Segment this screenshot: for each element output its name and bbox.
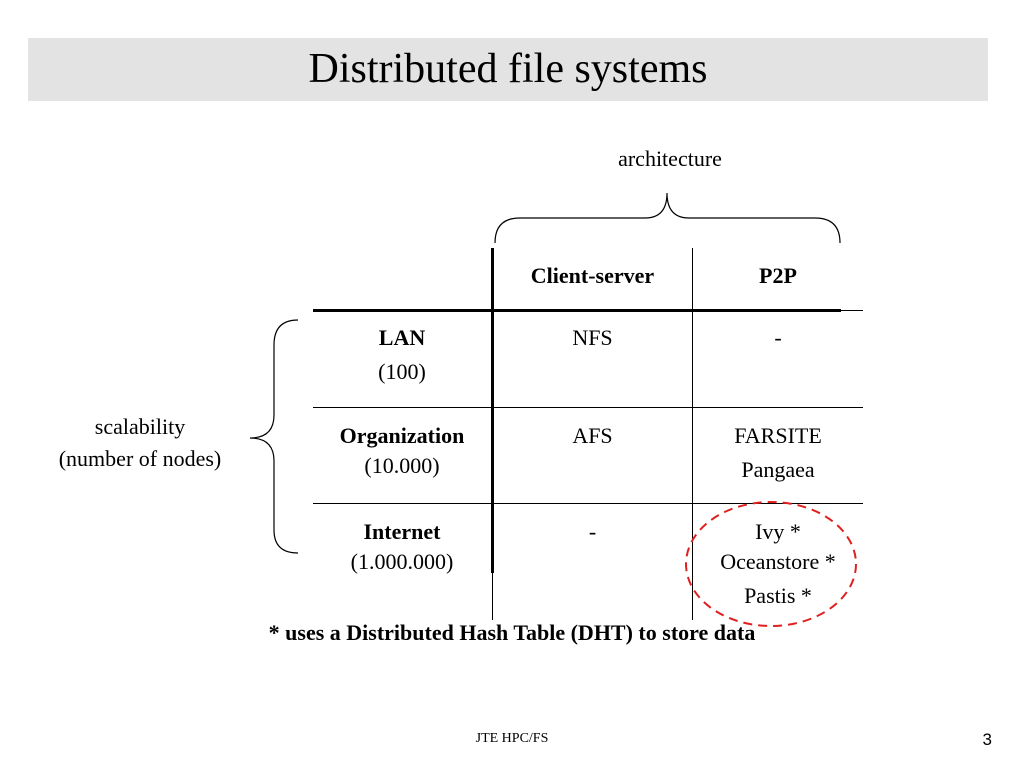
row-header-organization: Organization (10.000) (313, 423, 491, 479)
scalability-label-line1: scalability (94, 414, 186, 439)
column-header-p2p: P2P (759, 263, 797, 288)
table-row-rule (313, 407, 863, 408)
scalability-label: scalability (number of nodes) (20, 414, 260, 472)
row-header-internet: Internet (1.000.000) (313, 519, 491, 575)
system-name: FARSITE (734, 423, 822, 448)
table-row-header-divider (491, 248, 494, 573)
table-cell-organization-client-server: AFS (572, 423, 613, 448)
row-count: (1.000.000) (350, 549, 454, 574)
system-name: Pangaea (741, 457, 815, 482)
row-count: (100) (378, 359, 426, 384)
table-cell-organization-p2p: FARSITE Pangaea (693, 423, 863, 483)
table-column-divider (692, 248, 693, 620)
row-name: Internet (363, 519, 441, 544)
architecture-label: architecture (618, 146, 722, 171)
title-bar (28, 38, 988, 101)
table-header-rule (313, 309, 841, 312)
row-header-lan: LAN (100) (313, 325, 491, 385)
table-cell-lan-p2p: - (774, 325, 782, 350)
table-row-rule (313, 503, 863, 504)
scalability-label-line2: (number of nodes) (58, 446, 222, 471)
row-name: LAN (378, 325, 426, 350)
system-name: Ivy * (755, 519, 801, 544)
page-number: 3 (982, 730, 992, 749)
table-cell-internet-client-server: - (588, 519, 597, 544)
table-cell-lan-client-server: NFS (572, 325, 613, 350)
row-count: (10.000) (364, 453, 440, 478)
system-name: Pastis * (744, 583, 812, 608)
table-row-header-divider-tail (492, 573, 493, 620)
footer-text: JTE HPC/FS (475, 731, 549, 746)
column-header-client-server: Client-server (530, 263, 655, 288)
slide-title: Distributed file systems (308, 46, 708, 92)
table-header-rule-tail (841, 310, 863, 311)
table-cell-internet-p2p: Ivy * Oceanstore * Pastis * (693, 519, 863, 609)
system-name: Oceanstore * (720, 549, 836, 574)
row-name: Organization (339, 423, 465, 448)
footnote: * uses a Distributed Hash Table (DHT) to… (268, 620, 756, 645)
